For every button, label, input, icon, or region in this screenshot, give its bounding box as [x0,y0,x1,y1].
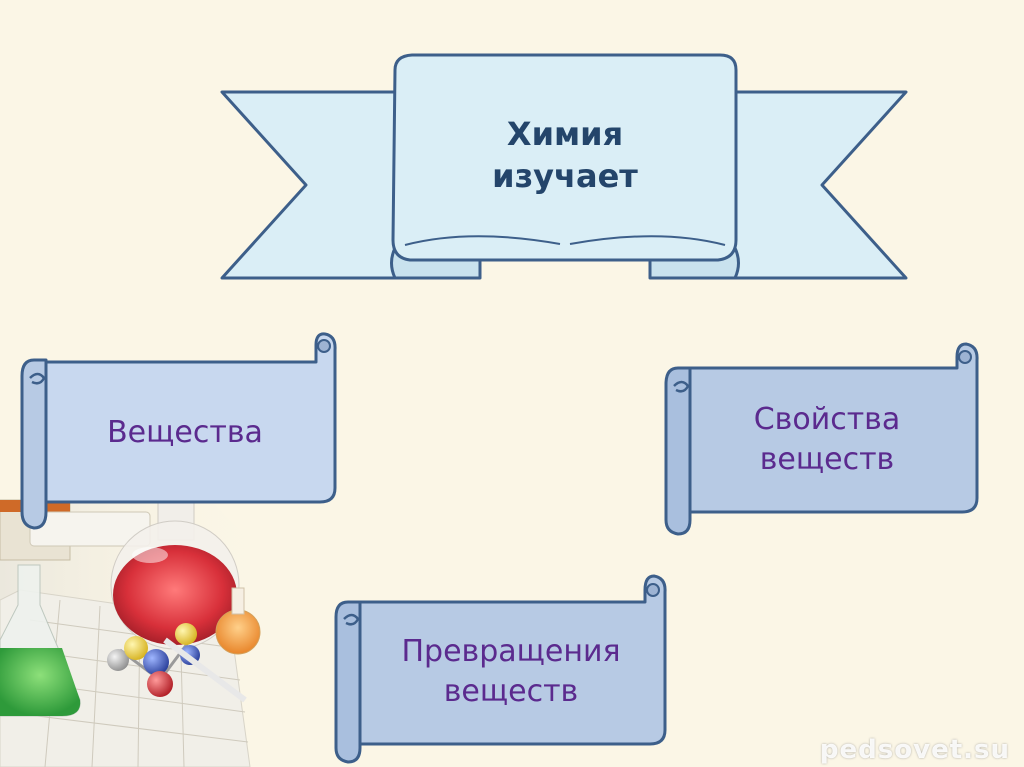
scroll-label-substances: Вещества [107,415,263,451]
watermark: pedsovet.su [819,735,1010,765]
scroll-substances [20,332,337,530]
scroll-label-transformations: Превращения веществ [401,634,621,709]
scroll-label-properties: Свойства веществ [753,402,901,477]
banner-title: Химия изучает [492,114,638,195]
scroll-properties [664,342,979,536]
laboratory-glassware-image [0,499,280,767]
title-ribbon-banner [220,53,908,280]
scroll-transformations [334,574,667,764]
